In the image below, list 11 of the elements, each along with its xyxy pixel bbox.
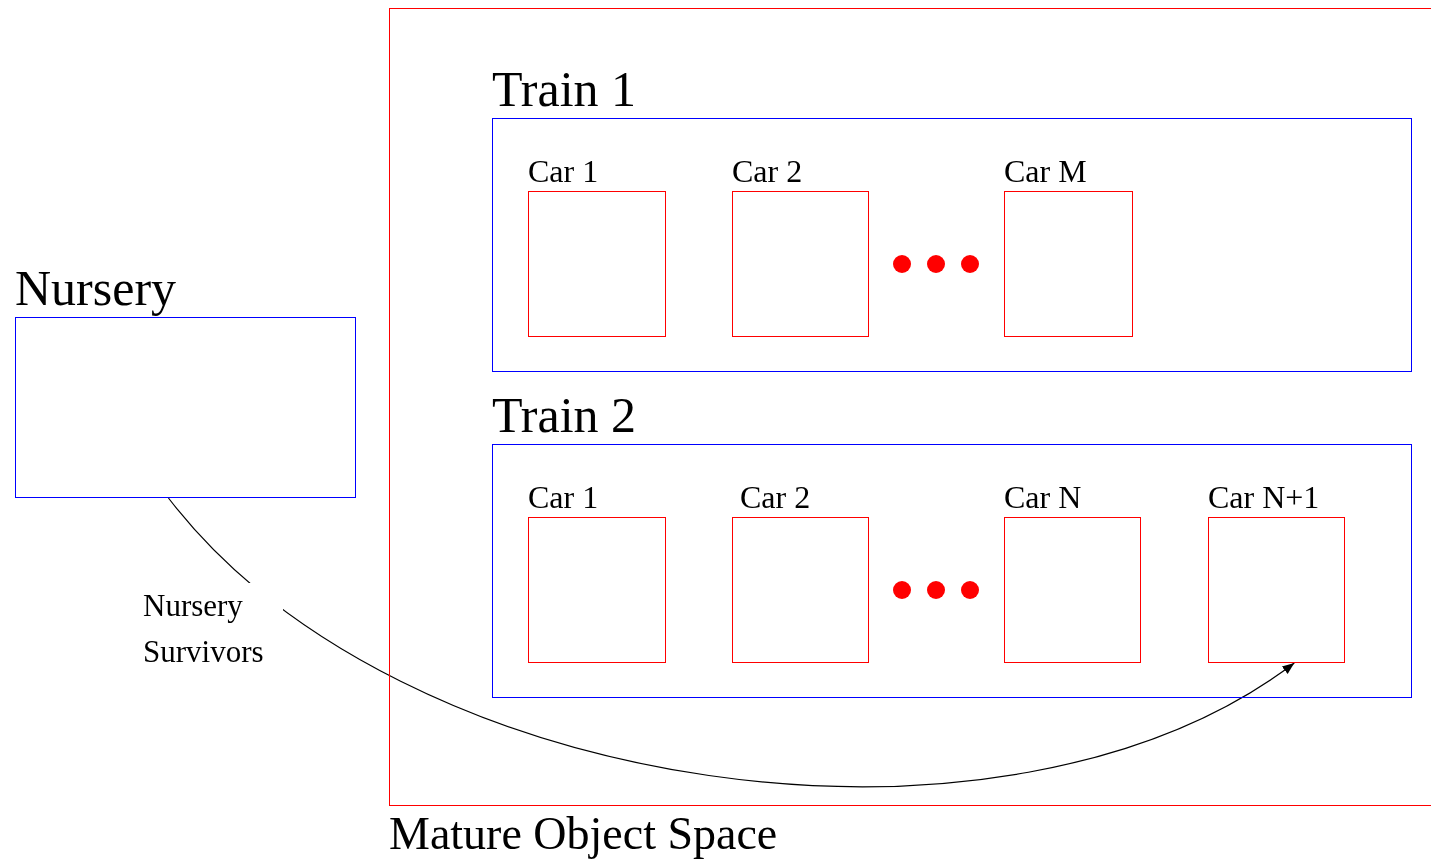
box-title: Car 2 <box>732 155 803 187</box>
box-title: Car 1 <box>528 481 599 513</box>
box-title: Train 1 <box>492 64 637 114</box>
box-title: Car 1 <box>528 155 599 187</box>
curved-arrow <box>167 497 1295 787</box>
box-title: Car N <box>1004 481 1082 513</box>
box-title: Car N+1 <box>1208 481 1320 513</box>
box-title: Mature Object Space <box>389 811 778 857</box>
box-title: Train 2 <box>492 390 637 440</box>
box-title: Car M <box>1004 155 1087 187</box>
box-title: Car 2 <box>740 481 811 513</box>
